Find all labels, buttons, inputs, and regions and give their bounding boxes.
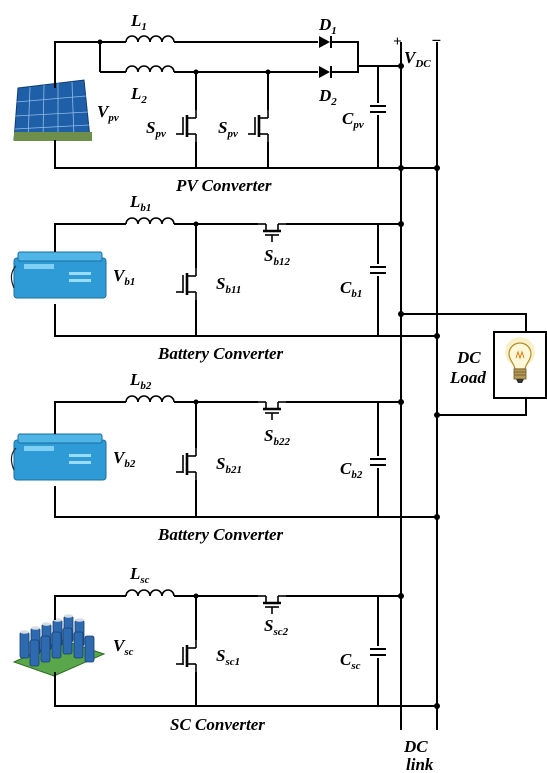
- label-Sb11: S: [216, 274, 225, 293]
- label-Lb1: L: [129, 192, 140, 211]
- switch-Sb21: [174, 446, 198, 482]
- dc-load-label-line2: Load: [449, 368, 486, 387]
- label-D1: D: [318, 15, 331, 34]
- svg-text:Cb1: Cb1: [340, 278, 362, 300]
- svg-text:Vsc: Vsc: [113, 636, 134, 658]
- dc-link-label-line1: DC: [403, 737, 428, 756]
- minus-sign: −: [431, 31, 441, 50]
- label-Cb1: C: [340, 278, 352, 297]
- label-D2: D: [318, 86, 331, 105]
- capacitor-Cpv: [369, 105, 387, 113]
- label-L2: L: [130, 84, 141, 103]
- svg-text:Lb2: Lb2: [129, 370, 152, 392]
- battery-icon-1: [10, 251, 107, 299]
- inductor-L2: [125, 65, 175, 73]
- label-Vpv: V: [97, 102, 110, 121]
- dc-load-label-line1: DC: [456, 348, 481, 367]
- svg-text:Spv: Spv: [146, 118, 166, 140]
- capacitor-Cb2: [369, 458, 387, 466]
- switch-Ssc1: [174, 638, 198, 674]
- inductor-Lb1: [125, 217, 175, 225]
- svg-text:Ssc2: Ssc2: [264, 616, 289, 638]
- svg-text:Sb11: Sb11: [216, 274, 241, 296]
- switch-Spv-2: [246, 108, 270, 144]
- label-Sb12: S: [264, 246, 273, 265]
- label-Sb21: S: [216, 454, 225, 473]
- label-Vb1: V: [113, 266, 126, 285]
- label-Spv-2: S: [218, 118, 227, 137]
- switch-Ssc2: [256, 594, 288, 616]
- label-Cb2: C: [340, 459, 352, 478]
- plus-sign: +: [393, 34, 402, 50]
- switch-Sb22: [256, 400, 288, 422]
- svg-text:Cb2: Cb2: [340, 459, 363, 481]
- caption-pv-converter: PV Converter: [175, 176, 272, 195]
- svg-text:Ssc1: Ssc1: [216, 646, 240, 668]
- label-Vsc: V: [113, 636, 126, 655]
- switch-Spv-1: [174, 108, 198, 144]
- supercapacitor-icon: [12, 614, 106, 677]
- svg-text:Spv: Spv: [218, 118, 238, 140]
- inductor-Lb2: [125, 395, 175, 403]
- label-Lb2: L: [129, 370, 140, 389]
- solar-panel-icon: [13, 79, 92, 141]
- sc-converter: Lsc Vsc Ssc1 Ssc2 Csc SC Converter: [12, 564, 440, 734]
- inductor-L1: [125, 35, 175, 43]
- svg-text:L1: L1: [130, 11, 147, 33]
- svg-text:Sb21: Sb21: [216, 454, 242, 476]
- label-Cpv: C: [342, 109, 354, 128]
- battery-icon-2: [10, 433, 107, 481]
- svg-text:Vb1: Vb1: [113, 266, 135, 288]
- dc-link-labels: + − VDC DC link: [393, 31, 441, 773]
- svg-text:D2: D2: [318, 86, 337, 108]
- label-Ssc1: S: [216, 646, 225, 665]
- svg-text:Vb2: Vb2: [113, 448, 136, 470]
- svg-text:Vpv: Vpv: [97, 102, 119, 124]
- dc-link-bus: [400, 42, 438, 730]
- svg-text:VDC: VDC: [404, 48, 431, 70]
- svg-text:Sb12: Sb12: [264, 246, 290, 268]
- light-bulb-icon: [505, 337, 535, 383]
- switch-Sb12: [256, 222, 288, 244]
- diode-D2: [318, 65, 332, 79]
- battery-converter-2: Lb2 Vb2 Sb21 Sb22 Cb2 Battery Converter: [10, 370, 440, 544]
- svg-text:Sb22: Sb22: [264, 426, 290, 448]
- caption-battery-converter-2: Battery Converter: [157, 525, 284, 544]
- switch-Sb11: [174, 266, 198, 302]
- label-L1: L: [130, 11, 141, 30]
- battery-converter-1: Lb1 Vb1 Sb11 Sb12 Cb1 Battery Converter: [10, 192, 440, 363]
- svg-text:Lb1: Lb1: [129, 192, 151, 214]
- capacitor-Csc: [369, 648, 387, 656]
- svg-text:Lsc: Lsc: [129, 564, 150, 586]
- dc-load: DC Load: [398, 311, 547, 418]
- label-Vdc: V: [404, 48, 417, 67]
- label-Vb2: V: [113, 448, 126, 467]
- capacitor-Cb1: [369, 266, 387, 274]
- label-Ssc2: S: [264, 616, 273, 635]
- caption-battery-converter-1: Battery Converter: [157, 344, 284, 363]
- diode-D1: [318, 35, 332, 49]
- pv-converter: L1 L2 D1 D2 Vpv Spv Spv Cpv PV Converter: [13, 11, 440, 195]
- svg-text:D1: D1: [318, 15, 337, 37]
- label-Sb22: S: [264, 426, 273, 445]
- label-Spv-1: S: [146, 118, 155, 137]
- dc-link-label-line2: link: [406, 755, 434, 773]
- svg-text:Csc: Csc: [340, 650, 361, 672]
- label-Csc: C: [340, 650, 352, 669]
- svg-text:L2: L2: [130, 84, 147, 106]
- inductor-Lsc: [125, 589, 175, 597]
- label-Lsc: L: [129, 564, 140, 583]
- caption-sc-converter: SC Converter: [170, 715, 265, 734]
- svg-text:Cpv: Cpv: [342, 109, 364, 131]
